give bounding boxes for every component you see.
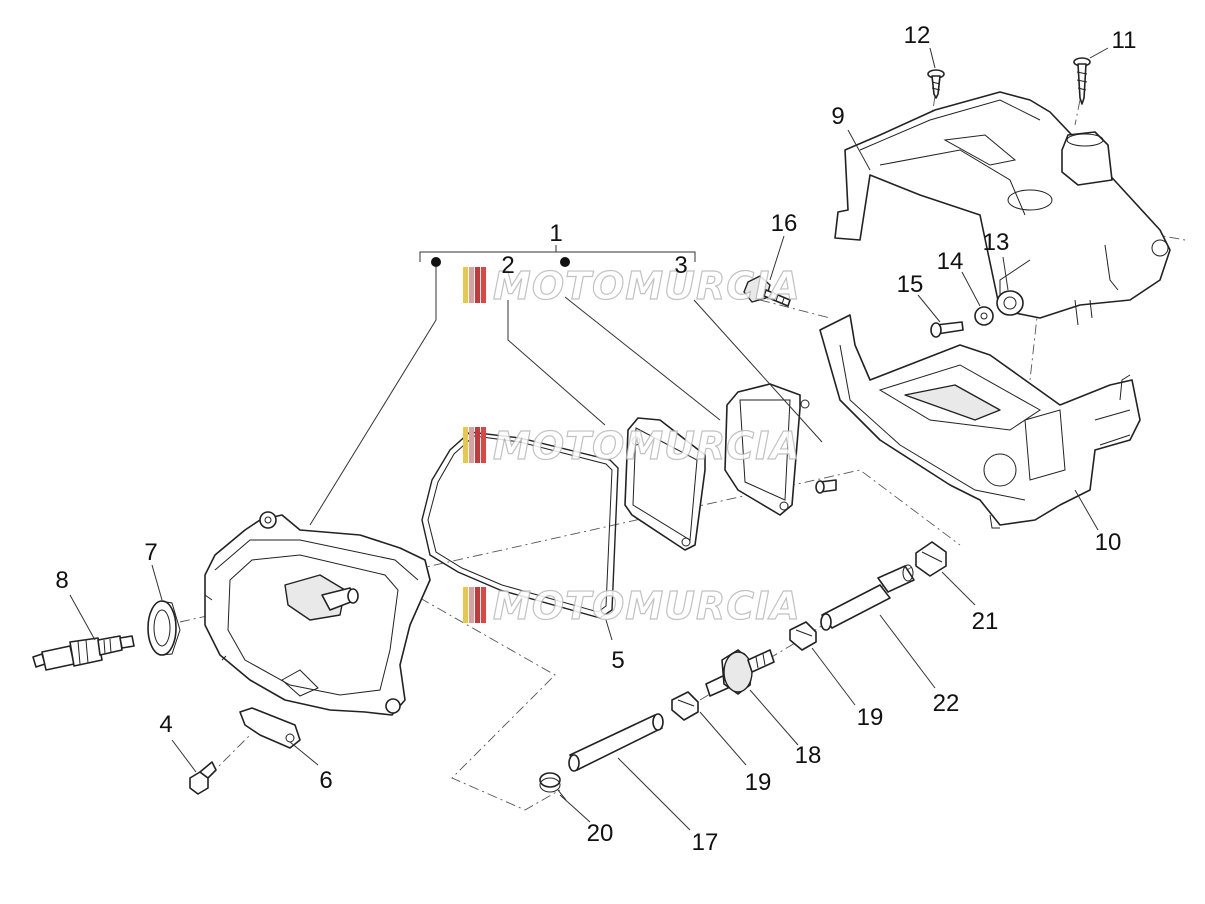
callout-11: 11 — [1112, 27, 1137, 54]
callout-4: 4 — [159, 711, 172, 738]
watermark-stripe — [463, 587, 468, 623]
bolt-part-15 — [930, 321, 964, 338]
callout-20: 20 — [587, 820, 614, 847]
upper-cover-part-9 — [834, 91, 1171, 326]
kit-dot-1 — [431, 257, 441, 267]
watermark-text: MOTOMURCIA — [493, 264, 801, 308]
watermark-stripe — [475, 267, 480, 303]
leader-lines — [69, 47, 1109, 831]
clamp-part-19-upper — [789, 621, 817, 651]
watermark-text: MOTOMURCIA — [493, 424, 801, 468]
watermark-3: MOTOMURCIA — [463, 583, 801, 629]
plate-part-2 — [624, 417, 706, 551]
valve-part-18 — [705, 649, 775, 697]
watermark-stripe — [481, 587, 486, 623]
watermark-stripe — [463, 267, 468, 303]
callout-8: 8 — [55, 567, 68, 594]
callout-14: 14 — [937, 248, 964, 275]
watermark-stripe — [475, 587, 480, 623]
watermark-stripe — [475, 427, 480, 463]
callout-13: 13 — [983, 229, 1010, 256]
washer-part-14 — [974, 306, 994, 326]
callout-22: 22 — [933, 690, 960, 717]
callout-12: 12 — [904, 22, 931, 49]
spark-plug-part-8 — [32, 635, 135, 671]
callout-17: 17 — [692, 829, 719, 856]
callout-21: 21 — [972, 608, 999, 635]
small-bolt — [815, 479, 837, 494]
watermark-stripe — [469, 267, 474, 303]
hose-part-22 — [820, 564, 915, 631]
watermark-stripe — [463, 427, 468, 463]
callout-9: 9 — [831, 103, 844, 130]
callout-6: 6 — [319, 767, 332, 794]
grommet-part-13 — [996, 290, 1024, 316]
seal-ring-part-7 — [147, 600, 181, 656]
clamp-part-21 — [915, 541, 947, 577]
hose-part-17 — [568, 713, 664, 772]
cylinder-head-cover — [204, 511, 431, 716]
bracket-part-6 — [239, 707, 301, 749]
clamp-part-19-lower — [671, 691, 699, 721]
gasket-part-5 — [421, 431, 619, 619]
callout-18: 18 — [795, 742, 822, 769]
lower-cover-part-10 — [819, 314, 1141, 529]
watermark-stripe — [481, 267, 486, 303]
kit-dot-2 — [560, 257, 570, 267]
bolt-part-4 — [189, 761, 217, 795]
callout-10: 10 — [1095, 529, 1122, 556]
screw-part-12 — [927, 69, 945, 99]
callout-3: 3 — [674, 252, 687, 279]
watermark-1: MOTOMURCIA — [463, 263, 801, 309]
callout-labels: 1 2 3 4 5 6 7 8 9 10 11 12 13 14 15 16 1… — [55, 22, 1136, 856]
callout-19-lower: 19 — [745, 769, 772, 796]
watermark-stripe — [469, 587, 474, 623]
watermark-stripe — [481, 427, 486, 463]
callout-2: 2 — [501, 252, 514, 279]
callout-7: 7 — [144, 539, 157, 566]
callout-19-upper: 19 — [857, 704, 884, 731]
callout-5: 5 — [611, 647, 624, 674]
watermark-2: MOTOMURCIA — [463, 423, 801, 469]
callout-16: 16 — [771, 210, 798, 237]
screw-part-11 — [1073, 57, 1091, 105]
watermark-stripe — [469, 427, 474, 463]
callout-1: 1 — [549, 220, 562, 247]
spring-clip-part-20 — [539, 772, 567, 801]
watermark-text: MOTOMURCIA — [493, 584, 801, 628]
plate-part-3 — [724, 383, 810, 516]
clip-part-16 — [743, 275, 791, 307]
kit-bracket — [419, 251, 696, 267]
callout-15: 15 — [897, 271, 924, 298]
